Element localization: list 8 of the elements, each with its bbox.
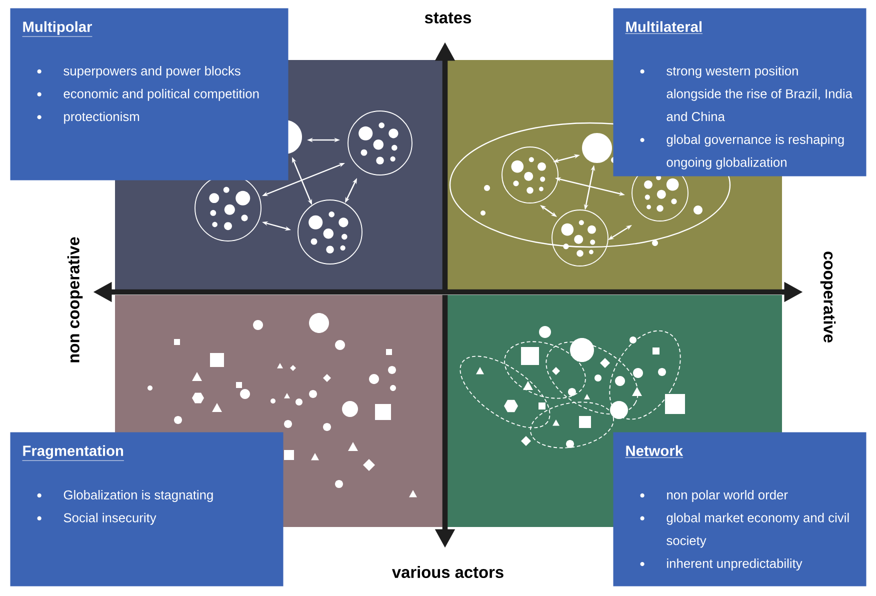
scenario-box: Multilateral strong western position alongside the rise of Brazil, India and China global governance is reshaping ongoing globalization (613, 8, 866, 176)
axis-label: cooperative (820, 252, 836, 342)
scenario-box: Network non polar world order global market economy and civil society inherent unpredictability (613, 432, 866, 586)
axis-label: various actors (392, 566, 504, 578)
axis-label: non cooperative (67, 237, 83, 362)
scenario-box: Fragmentation Globalization is stagnating Social insecurity (10, 432, 284, 586)
axis-label: states (424, 12, 472, 24)
scenario-box: Multipolar superpowers and power blocks economic and political competition protectionism (10, 8, 288, 180)
